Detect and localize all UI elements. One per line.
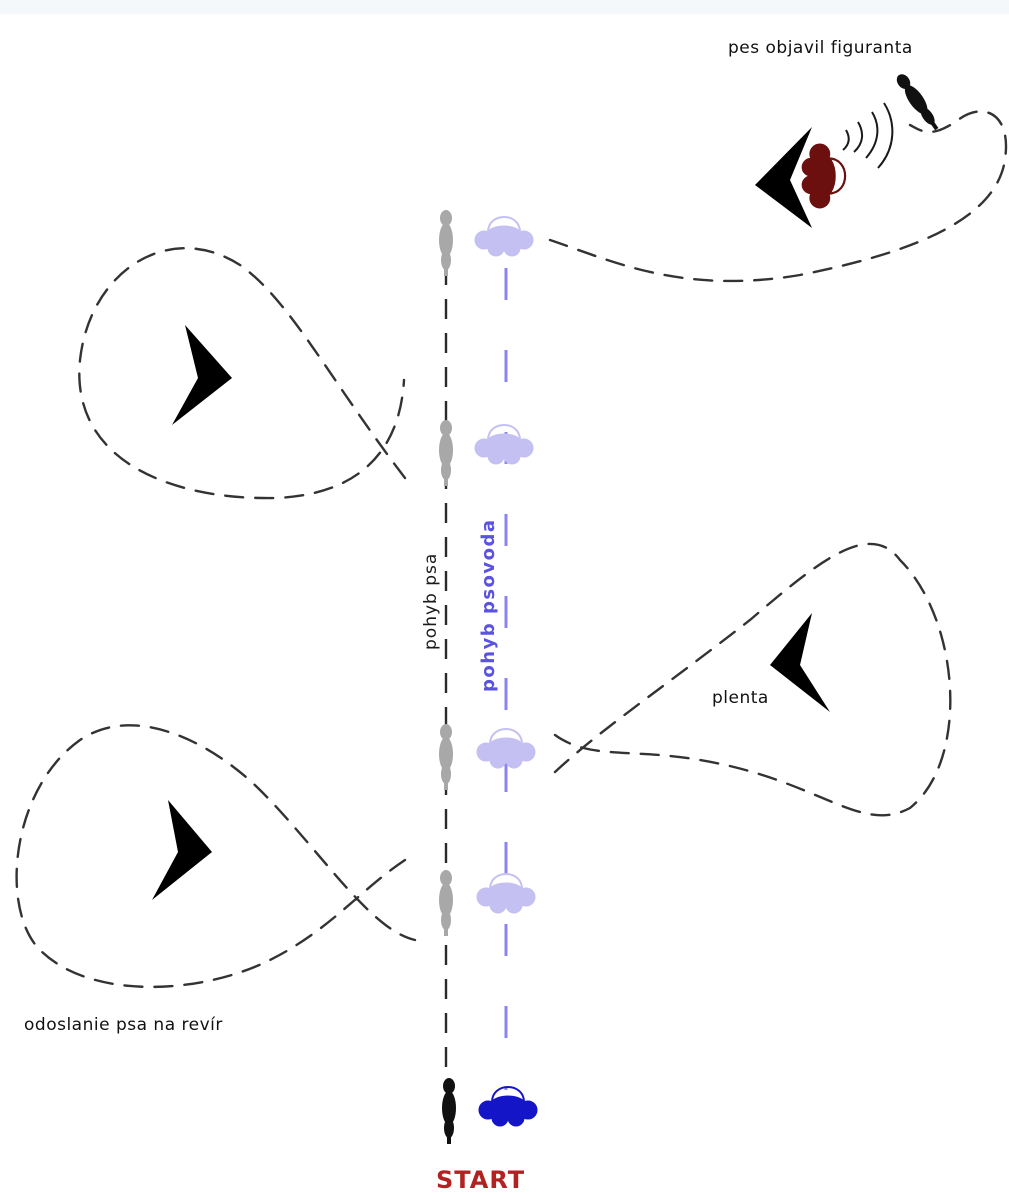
handler-icon	[476, 873, 536, 914]
decoy-found-group	[801, 71, 943, 209]
label-handler-move: pohyb psovoda	[478, 518, 499, 692]
loop-upper-left	[78, 247, 407, 500]
label-obstacle: plenta	[712, 688, 769, 708]
label-start: START	[436, 1166, 525, 1194]
handler-start-icon	[478, 1086, 538, 1127]
handler-icon	[474, 216, 534, 257]
dog-icon	[439, 420, 453, 486]
top-strip	[0, 0, 1009, 14]
decoy-figurant-icon	[801, 143, 847, 209]
chevron-blind-icon	[770, 613, 830, 712]
dog-positions	[439, 210, 456, 1144]
loop-middle-right	[553, 542, 952, 817]
dog-icon	[439, 210, 453, 276]
blind-markers	[152, 127, 830, 900]
loop-lower-left	[15, 724, 417, 989]
dog-icon	[439, 870, 453, 936]
dog-icon	[439, 724, 453, 790]
dog-start-icon	[442, 1078, 456, 1144]
decoy-dog-icon	[893, 71, 943, 134]
handler-icon	[476, 728, 536, 769]
chevron-blind-icon	[172, 325, 232, 425]
handler-icon	[474, 424, 534, 465]
label-send-out: odoslanie psa na revír	[24, 1015, 223, 1035]
search-loops	[15, 110, 1008, 989]
chevron-blind-icon	[755, 127, 812, 228]
loop-upper-right	[548, 110, 1008, 283]
sound-waves-icon	[842, 102, 894, 169]
chevron-blind-icon	[152, 800, 212, 900]
label-found: pes objavil figuranta	[728, 38, 913, 58]
label-dog-move: pohyb psa	[421, 553, 441, 650]
